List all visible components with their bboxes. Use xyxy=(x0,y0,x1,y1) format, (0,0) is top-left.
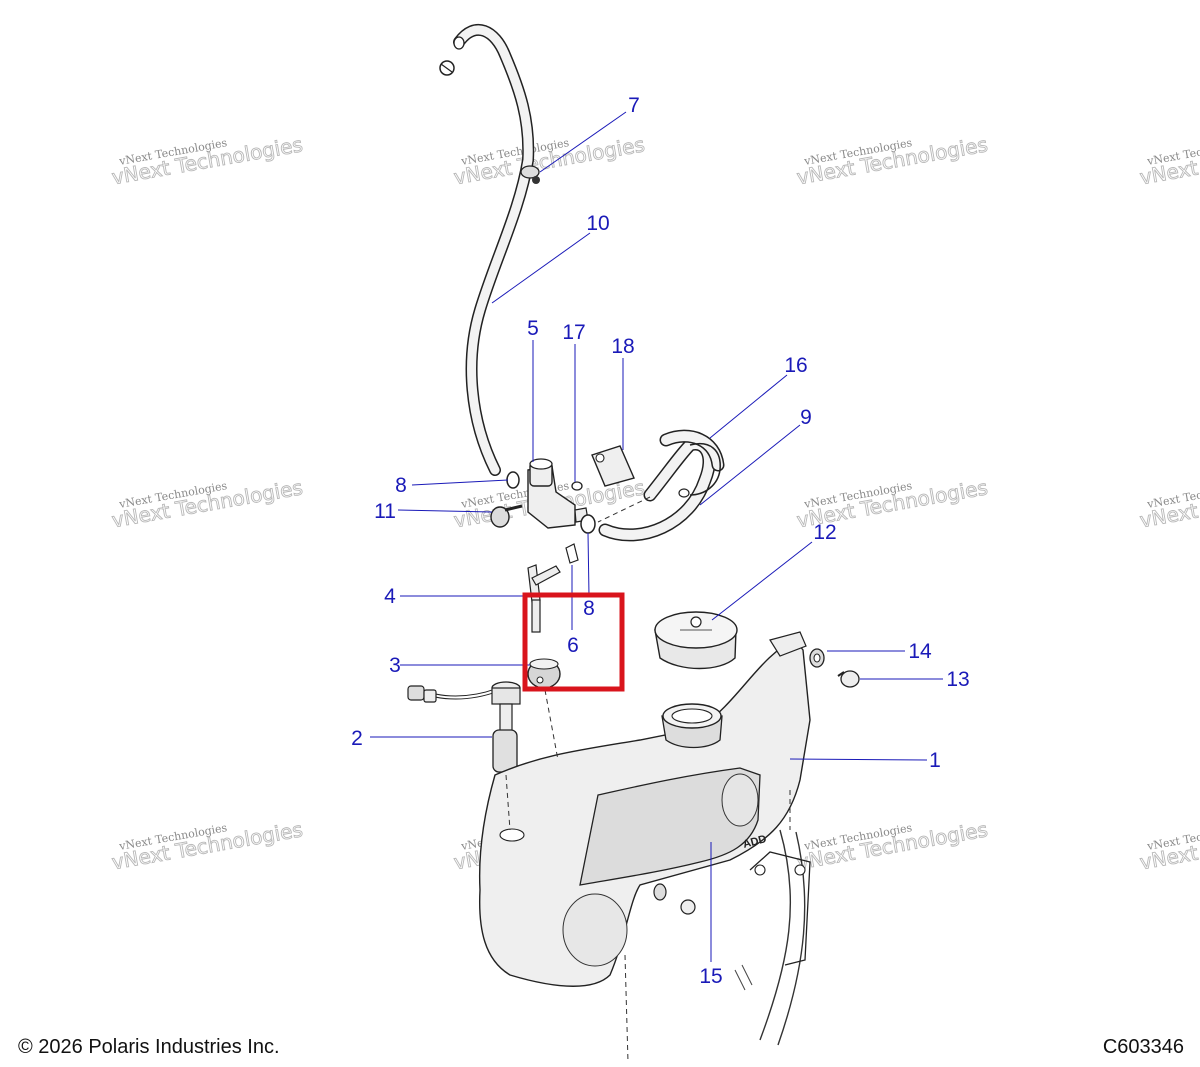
callout-1: 1 xyxy=(929,749,941,772)
small-fitting xyxy=(565,543,579,564)
callouts: 1 2 3 4 5 6 7 8 8 9 10 11 12 13 14 15 16… xyxy=(351,94,970,988)
valve-body xyxy=(527,458,589,529)
tee-fitting xyxy=(527,564,561,633)
callout-11: 11 xyxy=(374,500,396,523)
watermark: vNext Technologies vNext Technologies xyxy=(110,475,305,533)
callout-18: 18 xyxy=(611,335,634,358)
watermark: vNext Technologies vNext Technologies xyxy=(1138,817,1200,875)
hose-clip xyxy=(520,165,540,184)
callout-14: 14 xyxy=(908,640,932,663)
fuel-tank: ADD xyxy=(478,631,811,987)
callout-9: 9 xyxy=(800,406,812,429)
frame-section xyxy=(734,829,811,1046)
push-knob xyxy=(490,504,523,528)
callout-3: 3 xyxy=(389,654,401,677)
screw xyxy=(571,481,583,491)
callout-4: 4 xyxy=(384,585,396,608)
leader-lines xyxy=(370,111,943,962)
curved-hose xyxy=(598,429,725,542)
vent-hose xyxy=(453,24,535,476)
retaining-band xyxy=(678,443,721,498)
callout-2: 2 xyxy=(351,727,363,750)
hose-clamp-upper xyxy=(506,471,520,489)
grommet xyxy=(527,658,561,689)
fuel-sender xyxy=(407,681,521,773)
callout-12: 12 xyxy=(813,521,836,544)
bracket xyxy=(591,445,635,487)
assembly-line xyxy=(597,496,651,523)
watermark: vNext Technologies vNext Technologies xyxy=(795,817,990,875)
callout-13: 13 xyxy=(946,668,969,691)
watermark: vNext Technologies vNext Technologies xyxy=(110,132,305,190)
drawing-id: C603346 xyxy=(1102,1036,1184,1058)
watermark: vNext Technologies vNext Technologies xyxy=(1138,475,1200,533)
watermark: vNext Technologies vNext Technologies xyxy=(110,817,305,875)
assembly-lines xyxy=(505,689,791,1063)
bolt xyxy=(837,670,860,688)
watermark: vNext Technologies vNext Technologies xyxy=(452,132,647,190)
callout-7: 7 xyxy=(628,94,640,117)
tank-label: ADD xyxy=(742,833,768,851)
callout-15: 15 xyxy=(699,965,722,988)
watermark: vNext Technologies vNext Technologies xyxy=(1138,132,1200,190)
callout-10: 10 xyxy=(586,212,609,235)
fuel-cap xyxy=(654,611,738,670)
copyright-text: © 2026 Polaris Industries Inc. xyxy=(18,1036,280,1058)
hose-clamp-lower xyxy=(580,514,596,534)
hose-clamp-top xyxy=(439,60,455,76)
callout-17: 17 xyxy=(562,321,585,344)
callout-8-lower: 8 xyxy=(583,597,595,620)
callout-5: 5 xyxy=(527,317,539,340)
callout-8-upper: 8 xyxy=(395,474,407,497)
watermark: vNext Technologies vNext Technologies xyxy=(795,132,990,190)
tank-mount-fasteners xyxy=(653,883,696,915)
washer xyxy=(809,648,825,668)
highlight-box xyxy=(522,592,625,692)
callout-16: 16 xyxy=(784,354,807,377)
callout-6: 6 xyxy=(567,634,579,657)
